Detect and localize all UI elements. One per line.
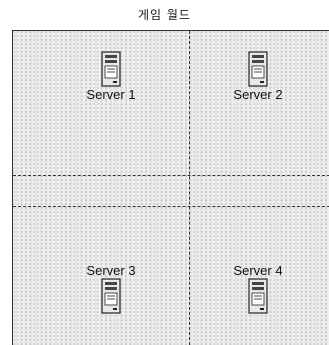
vertical-divider: [189, 31, 190, 345]
server-3-label: Server 3: [86, 263, 136, 278]
game-world-area: Server 1 Server 2 Server 3 Server 4: [12, 30, 329, 345]
server-tower-icon: [101, 278, 121, 314]
server-2-label: Server 2: [233, 87, 283, 102]
horizontal-divider-lower: [13, 206, 329, 207]
server-4-label: Server 4: [233, 263, 283, 278]
server-tower-icon: [248, 278, 268, 314]
server-1-label: Server 1: [86, 87, 136, 102]
server-tower-icon: [101, 51, 121, 87]
server-3-node: Server 3: [56, 263, 166, 314]
server-4-node: Server 4: [203, 263, 313, 314]
diagram-title: 게임 월드: [138, 8, 191, 22]
horizontal-divider-upper: [13, 175, 329, 176]
server-tower-icon: [248, 51, 268, 87]
server-1-node: Server 1: [56, 51, 166, 102]
server-2-node: Server 2: [203, 51, 313, 102]
